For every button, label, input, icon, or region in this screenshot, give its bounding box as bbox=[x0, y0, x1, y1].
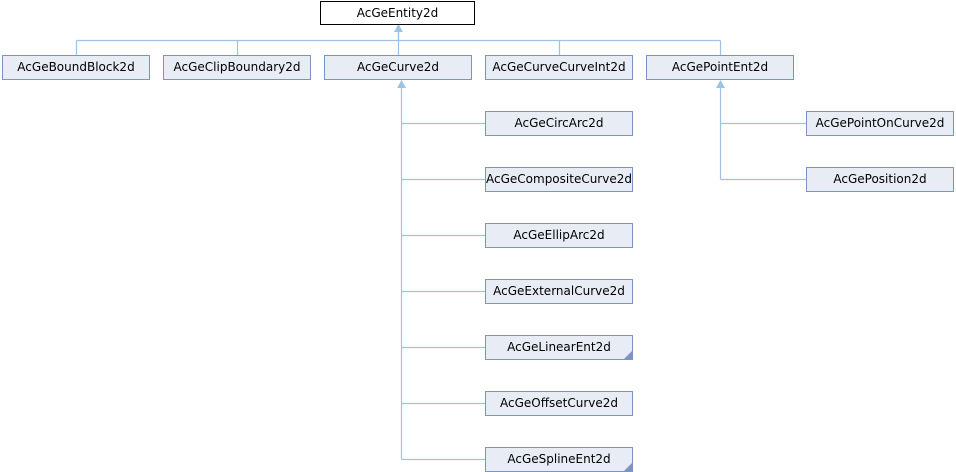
arrowhead-entity2d bbox=[394, 24, 403, 32]
node-acgeexternalcurve2d[interactable]: AcGeExternalCurve2d bbox=[485, 279, 633, 304]
node-label: AcGeCircArc2d bbox=[514, 116, 604, 130]
node-acgeoffsetcurve2d[interactable]: AcGeOffsetCurve2d bbox=[485, 391, 633, 416]
node-acgecompositecurve2d[interactable]: AcGeCompositeCurve2d bbox=[485, 167, 633, 192]
node-label: AcGeOffsetCurve2d bbox=[500, 396, 618, 410]
node-acgecircarc2d[interactable]: AcGeCircArc2d bbox=[485, 111, 633, 136]
node-label: AcGeCurve2d bbox=[357, 60, 439, 74]
node-acgelinearent2d[interactable]: AcGeLinearEnt2d bbox=[485, 335, 633, 360]
node-acgepointoncurve2d[interactable]: AcGePointOnCurve2d bbox=[806, 111, 954, 136]
collapsed-subtree-fold-icon[interactable] bbox=[623, 462, 633, 472]
node-label: AcGeEllipArc2d bbox=[513, 228, 605, 242]
node-label: AcGePointOnCurve2d bbox=[815, 116, 945, 130]
node-acgeposition2d[interactable]: AcGePosition2d bbox=[806, 167, 954, 192]
node-label: AcGeClipBoundary2d bbox=[173, 60, 301, 74]
node-label: AcGePointEnt2d bbox=[671, 60, 769, 74]
edge-group-curve2d-children bbox=[397, 80, 485, 461]
node-acgecurvecurveint2d[interactable]: AcGeCurveCurveInt2d bbox=[485, 55, 633, 80]
node-label: AcGeCompositeCurve2d bbox=[486, 172, 632, 186]
node-label: AcGeEntity2d bbox=[356, 5, 439, 20]
edge-group-entity2d-children bbox=[75, 24, 722, 55]
node-label: AcGePosition2d bbox=[833, 172, 927, 186]
node-label: AcGeCurveCurveInt2d bbox=[492, 60, 626, 74]
arrowhead-acgepointent2d bbox=[716, 80, 725, 88]
node-acgeellipArc2d[interactable]: AcGeEllipArc2d bbox=[485, 223, 633, 248]
edge-group-pointent2d-children bbox=[716, 80, 806, 181]
node-acgesplineent2d[interactable]: AcGeSplineEnt2d bbox=[485, 447, 633, 472]
node-label: AcGeLinearEnt2d bbox=[507, 340, 611, 354]
node-acgeclipboundary2d[interactable]: AcGeClipBoundary2d bbox=[163, 55, 311, 80]
collapsed-subtree-fold-icon[interactable] bbox=[623, 350, 633, 360]
node-acgeentity2d[interactable]: AcGeEntity2d bbox=[320, 1, 475, 25]
node-acgeboundblock2d[interactable]: AcGeBoundBlock2d bbox=[2, 55, 150, 80]
node-acgecurve2d[interactable]: AcGeCurve2d bbox=[324, 55, 472, 80]
node-label: AcGeSplineEnt2d bbox=[507, 452, 611, 466]
arrowhead-acgecurve2d bbox=[397, 80, 406, 88]
node-acgepointent2d[interactable]: AcGePointEnt2d bbox=[646, 55, 794, 80]
node-label: AcGeBoundBlock2d bbox=[17, 60, 135, 74]
node-label: AcGeExternalCurve2d bbox=[493, 284, 625, 298]
